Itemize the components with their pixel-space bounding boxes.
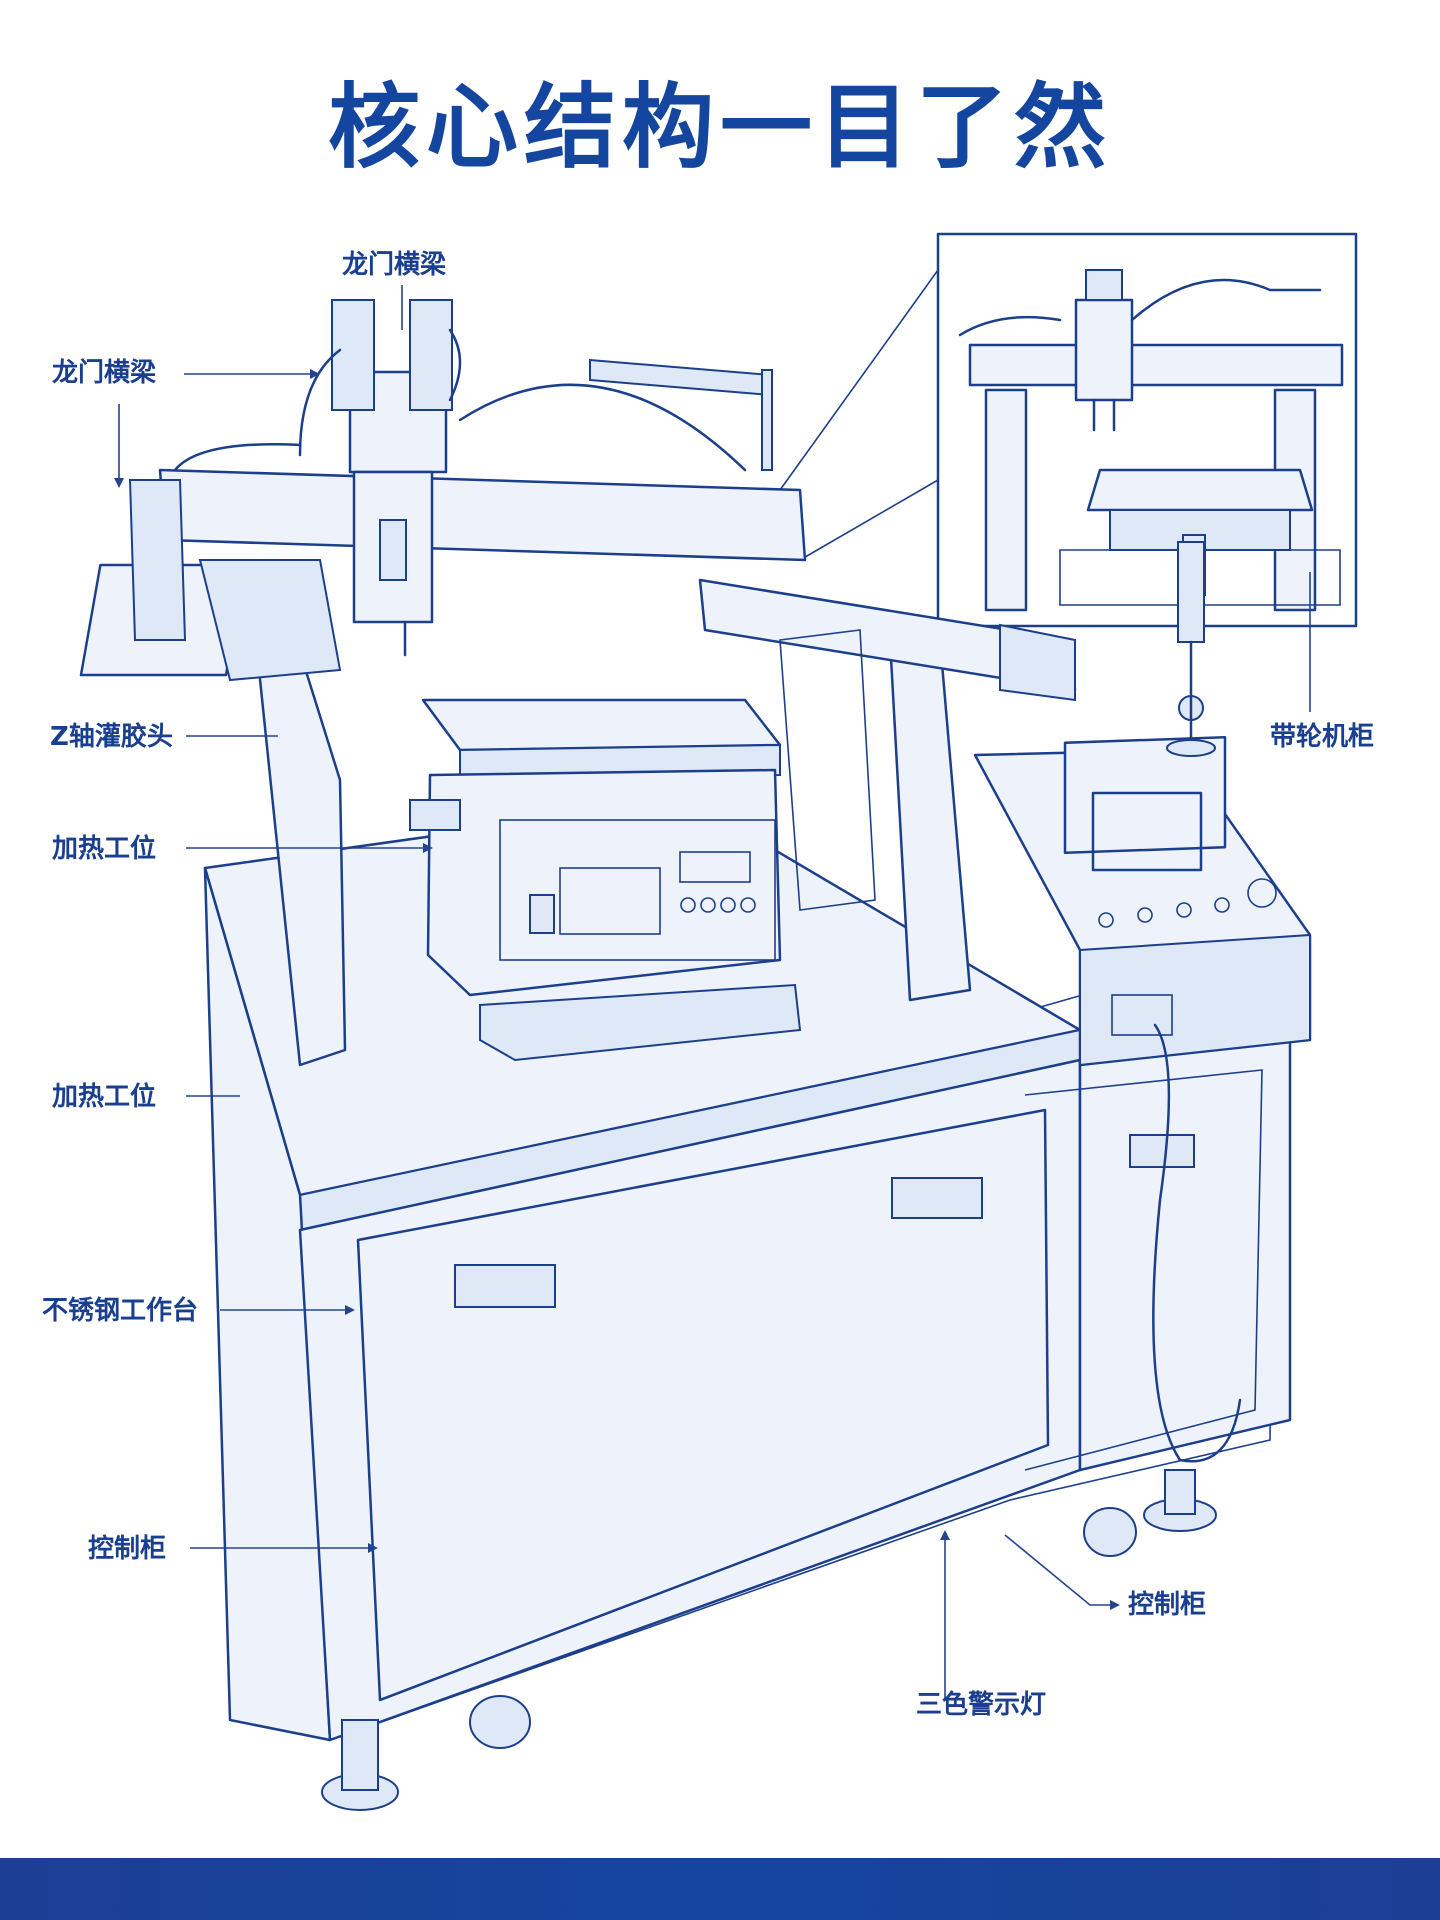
- label-gantry-left: 龙门横梁: [52, 358, 157, 388]
- leader-lines: [114, 285, 1311, 1700]
- footer-bar: [0, 1858, 1440, 1920]
- label-wheeled-cabinet: 带轮机柜: [1270, 722, 1375, 752]
- label-stainless-table: 不锈钢工作台: [42, 1296, 199, 1326]
- inset-detail-view: [779, 232, 1358, 628]
- label-gantry-top: 龙门横梁: [342, 250, 447, 280]
- label-control-cabinet-right: 控制柜: [1128, 1590, 1207, 1620]
- label-heating-station-1: 加热工位: [52, 834, 157, 864]
- label-z-axis-head: Z轴灌胶头: [50, 722, 173, 752]
- main-machine: [79, 299, 1312, 1811]
- label-tri-color-light: 三色警示灯: [916, 1690, 1047, 1720]
- label-heating-station-2: 加热工位: [52, 1082, 157, 1112]
- label-control-cabinet-left: 控制柜: [88, 1534, 167, 1564]
- page-title: 核心结构一目了然: [327, 74, 1112, 181]
